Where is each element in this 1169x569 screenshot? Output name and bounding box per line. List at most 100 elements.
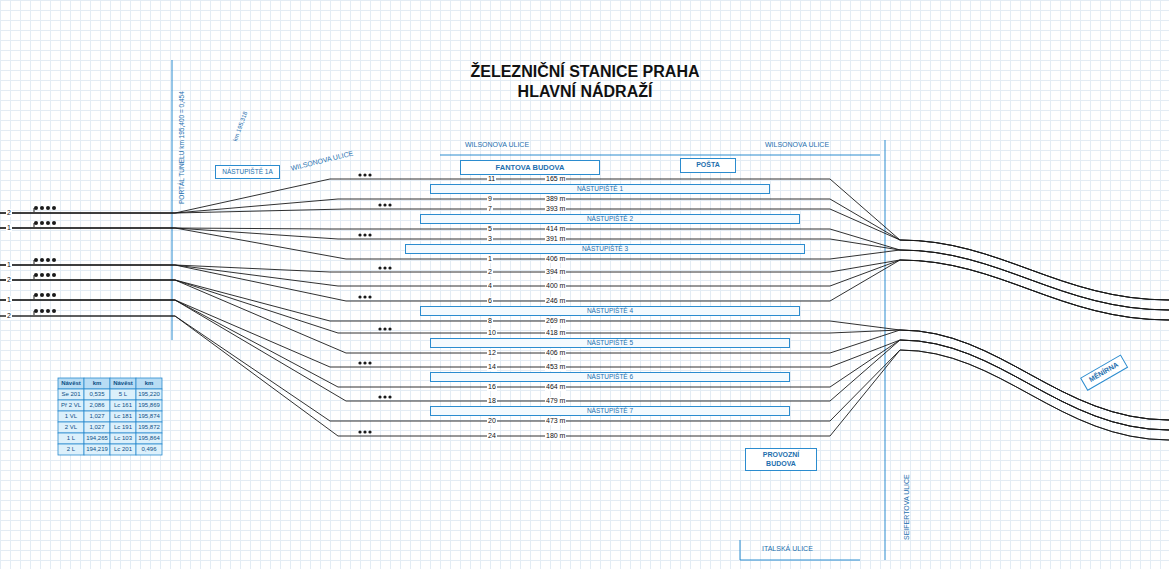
track-number: 6 bbox=[487, 297, 493, 305]
track-number: 11 bbox=[487, 175, 496, 183]
signal-symbol bbox=[358, 361, 361, 364]
signal-symbol bbox=[363, 430, 366, 433]
track-length: 479 m bbox=[545, 397, 566, 405]
street-label: 1 bbox=[6, 261, 12, 269]
building-box: POŠTA bbox=[680, 158, 736, 173]
platform-band: NÁSTUPIŠTĚ 7 bbox=[430, 406, 790, 416]
signal-symbol bbox=[378, 327, 381, 330]
table-cell-text: Návěst bbox=[58, 380, 84, 387]
street-label: WILSONOVA ULICE bbox=[290, 150, 354, 173]
title: ŽELEZNIČNÍ STANICE PRAHA HLAVNÍ NÁDRAŽÍ bbox=[470, 62, 700, 102]
table-cell bbox=[136, 433, 162, 444]
signal-symbol bbox=[368, 173, 371, 176]
table-cell-text: 194,219 bbox=[84, 446, 110, 453]
table-cell-text: 1,027 bbox=[84, 413, 110, 420]
building-box: PROVOZNÍ BUDOVA bbox=[745, 448, 817, 471]
table-cell bbox=[136, 411, 162, 422]
table-cell-text: 2 VL bbox=[58, 424, 84, 431]
signal-symbol bbox=[378, 395, 381, 398]
track-number: 9 bbox=[487, 195, 493, 203]
signal-symbol bbox=[52, 309, 56, 313]
signal-post bbox=[34, 223, 35, 227]
box-label: NÁSTUPIŠTĚ 1 bbox=[435, 185, 765, 193]
track-line bbox=[0, 280, 1169, 420]
track-length: 165 m bbox=[545, 175, 566, 183]
table-cell-text: Př 2 VL bbox=[58, 402, 84, 409]
track-length: 406 m bbox=[545, 349, 566, 357]
track-length: 394 m bbox=[545, 268, 566, 276]
building-box: FANTOVA BUDOVA bbox=[460, 160, 600, 175]
signal-symbol bbox=[46, 309, 50, 313]
signal-symbol bbox=[388, 327, 391, 330]
box-label: POŠTA bbox=[686, 161, 730, 170]
track-line bbox=[0, 199, 1169, 300]
table-cell-text: 1 VL bbox=[58, 413, 84, 420]
table-cell-text: 5 L bbox=[110, 391, 136, 398]
table-cell bbox=[84, 378, 110, 389]
signal-symbol bbox=[34, 206, 38, 210]
signal-symbol bbox=[34, 221, 38, 225]
signal-symbol bbox=[52, 258, 56, 262]
track-length: 473 m bbox=[545, 417, 566, 425]
table-cell bbox=[58, 389, 84, 400]
box-label: MĚNÍRNA bbox=[1087, 360, 1122, 385]
signal-symbol bbox=[46, 221, 50, 225]
track-line bbox=[0, 280, 1169, 420]
signal-symbol bbox=[383, 266, 386, 269]
track-length: 393 m bbox=[545, 205, 566, 213]
building-box: MĚNÍRNA bbox=[1080, 355, 1128, 391]
signal-symbol bbox=[368, 361, 371, 364]
track-line bbox=[0, 316, 1169, 440]
table-cell bbox=[110, 411, 136, 422]
signal-symbol bbox=[46, 293, 50, 297]
signal-post bbox=[34, 260, 35, 264]
table-cell bbox=[58, 411, 84, 422]
table-cell bbox=[84, 433, 110, 444]
signal-symbol bbox=[34, 293, 38, 297]
track-number: 4 bbox=[487, 282, 493, 290]
table-cell-text: 0,535 bbox=[84, 391, 110, 398]
street-label: WILSONOVA ULICE bbox=[465, 141, 529, 149]
box-label: NÁSTUPIŠTĚ 2 bbox=[425, 215, 795, 223]
table-cell-text: Lc 103 bbox=[110, 435, 136, 442]
table-cell-text: Lc 161 bbox=[110, 402, 136, 409]
table-cell bbox=[84, 411, 110, 422]
table-cell-text: km bbox=[84, 380, 110, 387]
signal-symbol bbox=[363, 361, 366, 364]
signal-post bbox=[34, 295, 35, 299]
track-number: 7 bbox=[487, 205, 493, 213]
track-line bbox=[0, 300, 1169, 430]
table-cell-text: 1,027 bbox=[84, 424, 110, 431]
signal-symbol bbox=[52, 293, 56, 297]
signal-symbol bbox=[363, 233, 366, 236]
signal-symbol bbox=[388, 203, 391, 206]
signal-post bbox=[34, 208, 35, 212]
track-length: 269 m bbox=[545, 317, 566, 325]
track-length: 418 m bbox=[545, 329, 566, 337]
box-label: PROVOZNÍ BUDOVA bbox=[751, 451, 811, 468]
table-cell bbox=[58, 422, 84, 433]
track-line bbox=[0, 228, 1169, 310]
box-label: NÁSTUPIŠTĚ 7 bbox=[435, 407, 785, 415]
table-cell-text: Se 201 bbox=[58, 391, 84, 398]
table-cell bbox=[110, 378, 136, 389]
track-length: 406 m bbox=[545, 255, 566, 263]
table-cell-text: 195,872 bbox=[136, 424, 162, 431]
table-cell bbox=[84, 389, 110, 400]
track-line bbox=[0, 260, 1169, 320]
signal-symbol bbox=[40, 221, 44, 225]
box-label: NÁSTUPIŠTĚ 1A bbox=[221, 168, 274, 176]
track-number: 20 bbox=[487, 417, 497, 425]
track-length: 180 m bbox=[545, 432, 566, 440]
box-label: FANTOVA BUDOVA bbox=[466, 163, 594, 172]
platform-band: NÁSTUPIŠTĚ 5 bbox=[430, 338, 790, 348]
signal-symbol bbox=[388, 266, 391, 269]
box-label: NÁSTUPIŠTĚ 5 bbox=[435, 339, 785, 347]
signal-symbol bbox=[378, 266, 381, 269]
platform-band: NÁSTUPIŠTĚ 4 bbox=[420, 306, 800, 316]
track-line bbox=[0, 260, 1169, 320]
track-number: 16 bbox=[487, 383, 497, 391]
track-number: 24 bbox=[487, 432, 497, 440]
table-cell-text: 195,864 bbox=[136, 435, 162, 442]
track-line bbox=[0, 316, 1169, 440]
